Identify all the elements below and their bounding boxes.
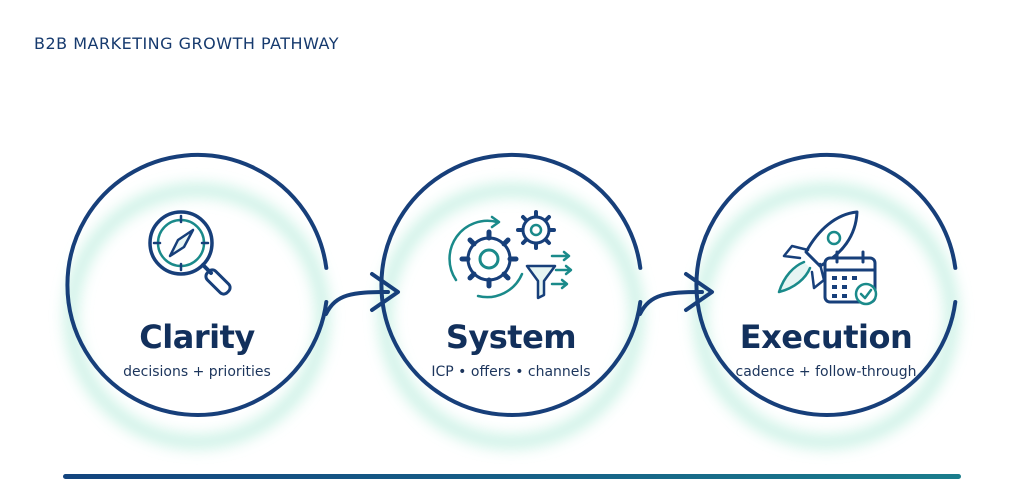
connector-arrow-1: [324, 272, 400, 316]
stage-subtitle-execution: cadence + follow-through: [735, 364, 917, 380]
stage-title-clarity: Clarity: [139, 318, 255, 356]
stage-rings: [65, 152, 958, 417]
stage-subtitle-clarity: decisions + priorities: [123, 364, 271, 380]
execution-ring: [694, 152, 958, 417]
rocket-calendar-icon: [777, 210, 878, 306]
baseline-bar: [63, 474, 961, 479]
page-title: B2B MARKETING GROWTH PATHWAY: [34, 34, 340, 53]
stage-title-execution: Execution: [739, 318, 913, 356]
system-ring: [379, 152, 643, 417]
compass-magnifier-icon: [148, 210, 232, 296]
stage-subtitle-system: ICP • offers • channels: [431, 364, 591, 380]
gears-funnel-icon: [448, 210, 573, 300]
stage-title-system: System: [445, 318, 577, 356]
connector-arrow-2: [638, 272, 714, 316]
circle-glows: [64, 183, 959, 449]
clarity-ring: [65, 152, 329, 417]
